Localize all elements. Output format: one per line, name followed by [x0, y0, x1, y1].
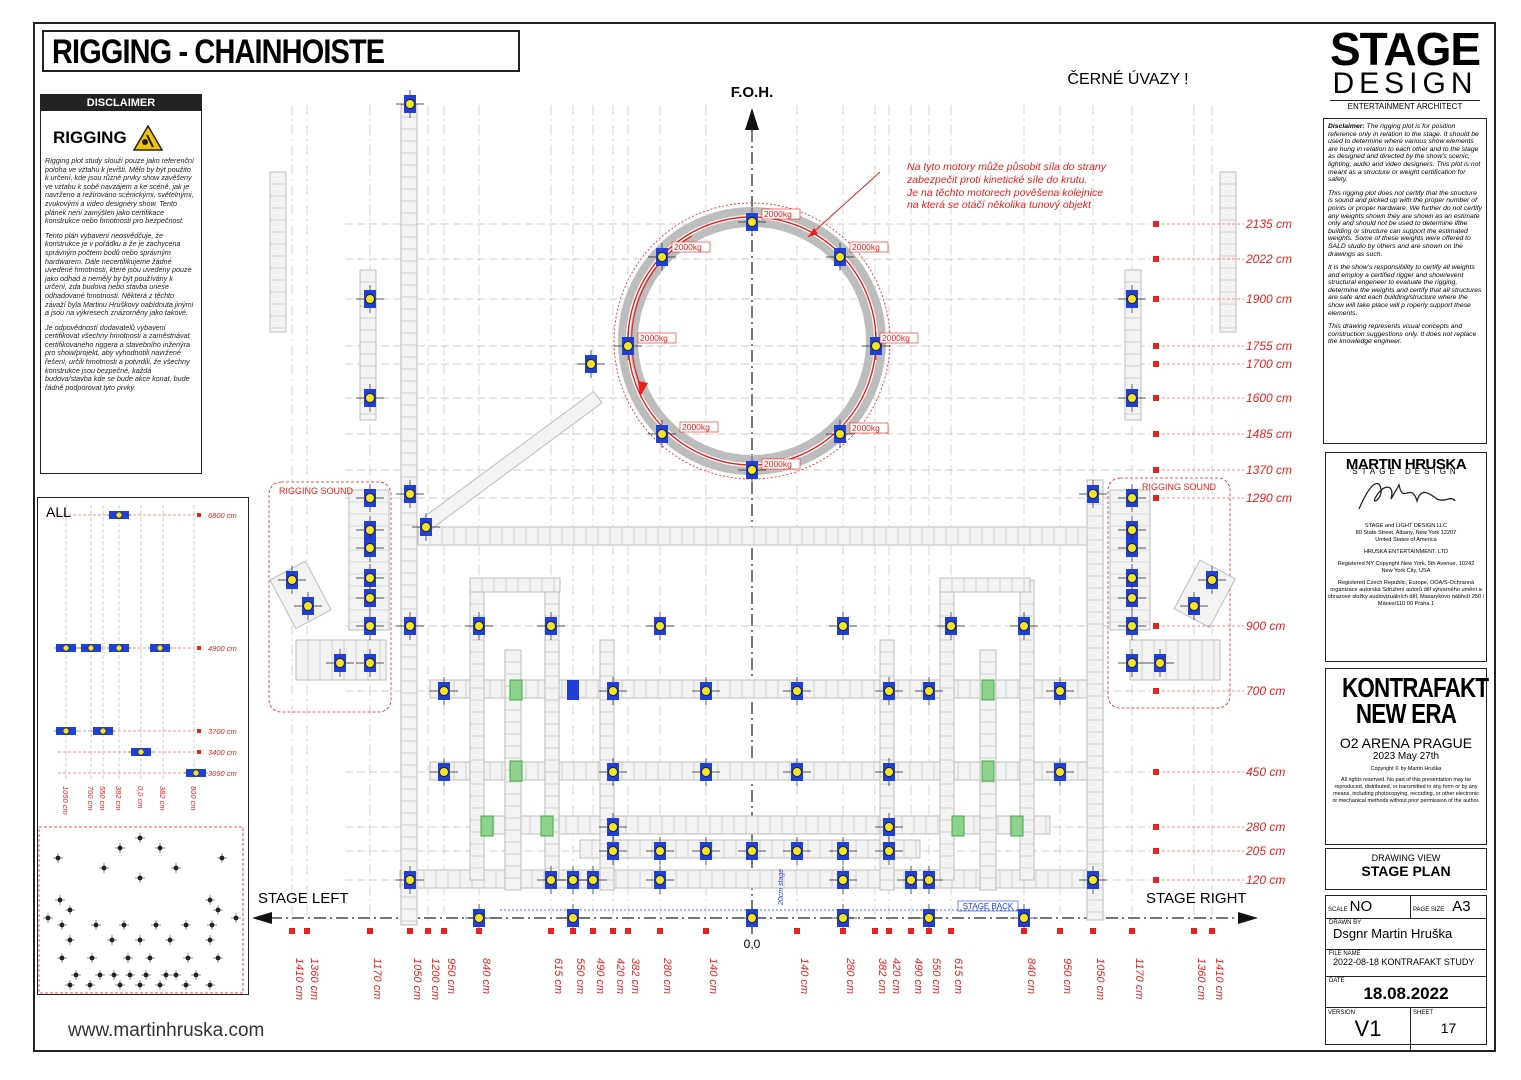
disclaimer-header: DISCLAIMER — [41, 95, 201, 111]
company-line-5: Registered NY Copyright New York, 5th Av… — [1337, 561, 1475, 567]
project-copyright: Copyright © by Martin Hruška — [1370, 766, 1442, 772]
scale-label: SCALE — [1328, 907, 1348, 913]
stage-design-logo: STAGE DESIGN ENTERTAINMENT ARCHITECT — [1330, 23, 1481, 111]
company-line-4: HRUSKA ENTERTAINMENT. LTD — [1363, 549, 1449, 555]
sheet-label: SHEET — [1413, 1010, 1434, 1016]
en-disclaimer-3: It is the show's responsibility to certi… — [1328, 264, 1482, 317]
project-name-1: KONTRAFAKT — [1342, 672, 1489, 703]
company-line-7: Registered Czech Republic, Europe, OOA/S… — [1327, 580, 1485, 607]
company-line-2: 80 State Street, Albany, New York 12207 — [1355, 530, 1457, 536]
en-disclaimer-1: The rigging plot is for position referen… — [1328, 123, 1481, 184]
project-date: 2023 May 27th — [1372, 751, 1440, 762]
disclaimer-text-3: Je odpovědností dodavatelů vybavení cert… — [45, 322, 191, 392]
drawing-frame — [33, 22, 1496, 1052]
disclaimer-text-1: Rigging plot study slouží pouze jako ref… — [45, 156, 195, 226]
sheet-value: 17 — [1440, 1020, 1457, 1036]
version-value: V1 — [1354, 1016, 1382, 1041]
logo-line-2: DESIGN — [1332, 67, 1478, 100]
website-url: www.martinhruska.com — [68, 1020, 265, 1041]
warning-icon — [132, 125, 163, 151]
disclaimer-panel: DISCLAIMER RIGGING Rigging plot study sl… — [40, 94, 202, 474]
drawn-by-value: Dsgnr Martin Hruška — [1333, 926, 1453, 941]
drawing-view-label: DRAWING VIEW — [1371, 853, 1441, 863]
disclaimer-lead: Disclaimer: — [1328, 123, 1365, 130]
page-size-value: A3 — [1452, 898, 1471, 915]
signature-image — [1358, 482, 1456, 510]
company-block: MARTIN HRUSKA STAGE DESIGN STAGE and LIG… — [1325, 452, 1487, 662]
drawing-view-value: STAGE PLAN — [1361, 863, 1451, 879]
date-value: 18.08.2022 — [1363, 984, 1449, 1003]
company-subtitle: STAGE DESIGN — [1352, 467, 1460, 476]
page-title: RIGGING - CHAINHOISTE — [42, 30, 520, 72]
rigging-text: RIGGING — [53, 128, 127, 147]
drawing-view-block: DRAWING VIEW STAGE PLAN — [1325, 848, 1487, 890]
file-name-label: FILE NAME — [1329, 951, 1361, 957]
project-venue: O2 ARENA PRAGUE — [1339, 735, 1473, 751]
overview-inset — [37, 497, 249, 995]
project-block: KONTRAFAKT NEW ERA O2 ARENA PRAGUE 2023 … — [1325, 668, 1489, 845]
company-line-6: New York City, USA — [1381, 568, 1431, 574]
version-label: VERSION — [1328, 1010, 1356, 1016]
date-label: DATE — [1329, 978, 1345, 984]
en-disclaimer-4: This drawing represents visual concepts … — [1328, 323, 1477, 346]
disclaimer-text-2: Tento plán vybavení neosvědčuje, že kons… — [45, 230, 194, 318]
logo-line-3: ENTERTAINMENT ARCHITECT — [1330, 100, 1480, 111]
en-disclaimer-2: This rigging plot does not certify that … — [1328, 189, 1483, 258]
page-size-label: PAGE SIZE — [1413, 907, 1445, 913]
company-line-3: United States of America — [1375, 537, 1437, 543]
company-line-1: STAGE and LIGHT DESIGN.LLC — [1364, 523, 1448, 529]
logo-line-1: STAGE — [1330, 23, 1481, 75]
file-name-value: 2022-08-18 KONTRAFAKT STUDY — [1333, 957, 1475, 967]
rigging-label: RIGGING — [53, 125, 201, 151]
project-name-2: NEW ERA — [1355, 698, 1457, 729]
drawn-by-label: DRAWN BY — [1329, 920, 1362, 926]
english-disclaimer: Disclaimer: The rigging plot is for posi… — [1323, 118, 1487, 444]
project-rights: All rights reserved. No part of this pre… — [1332, 777, 1480, 804]
scale-value: NO — [1349, 898, 1373, 915]
